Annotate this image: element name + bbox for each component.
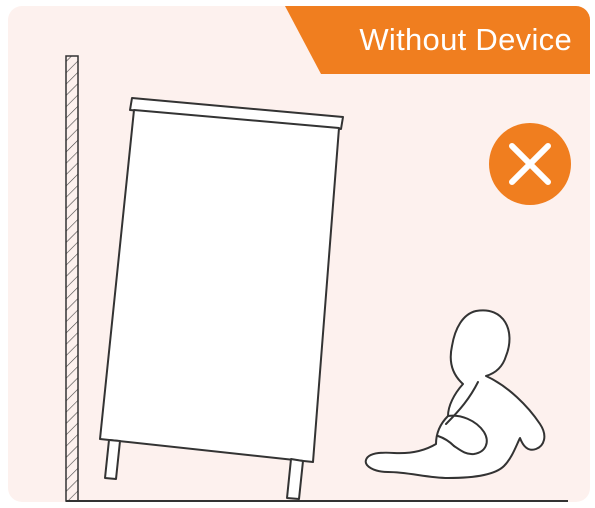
illustration-panel: Without Device [8,6,590,502]
tipping-cabinet [100,98,343,499]
seated-child [366,310,545,478]
wall [66,56,78,501]
scene-drawing [8,6,590,502]
